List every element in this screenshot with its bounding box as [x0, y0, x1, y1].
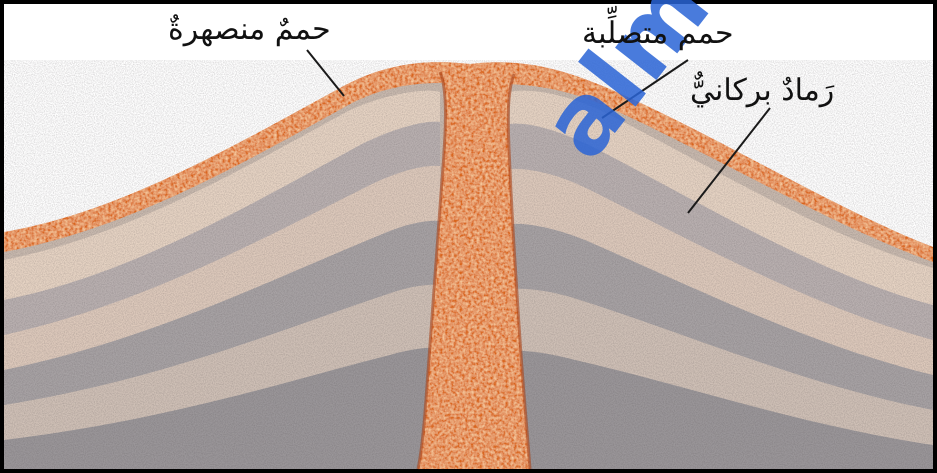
label-molten-lava: حممٌ منصهرةٌ — [168, 15, 331, 45]
label-volcanic-ash: رَمادٌ بركانيٌّ — [690, 76, 834, 106]
label-solidified-lava: حمم متصلِّبة — [582, 19, 734, 49]
